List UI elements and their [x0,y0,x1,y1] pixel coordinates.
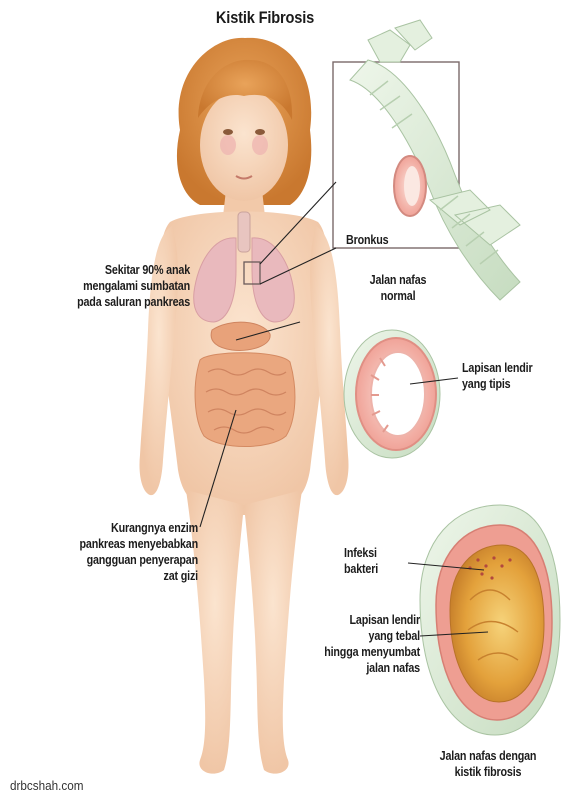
airway-tube [350,60,520,300]
pancreas [211,322,270,350]
label-thin-mucus: Lapisan lendir yang tipis [462,360,532,392]
normal-bronchus-inset [333,20,520,300]
airway-branches [368,20,520,245]
diagram-title: Kistik Fibrosis [201,8,330,28]
label-pancreas-blockage: Sekitar 90% anak mengalami sumbatan pada… [52,262,190,310]
label-cf-airway: Jalan nafas dengan kistik fibrosis [428,748,548,780]
eye-left [223,129,233,135]
label-bronkus: Bronkus [346,232,388,248]
label-normal-airway: Jalan nafas normal [346,272,449,304]
bronchus-lumen-inner [404,166,420,206]
source-credit: drbcshah.com [10,778,83,793]
face [200,89,288,201]
eye-right [255,129,265,135]
label-enzyme-deficiency: Kurangnya enzim pankreas menyebabkan gan… [54,520,198,584]
sinus-left [220,135,236,155]
label-thick-mucus: Lapisan lendir yang tebal hingga menyumb… [308,612,420,676]
sinus-right [252,135,268,155]
thin-mucus-airway [344,330,440,458]
airway-thin-lumen [371,352,425,436]
label-bacterial-infection: Infeksi bakteri [344,545,378,577]
cf-airway [420,505,560,735]
right-leg [244,490,302,774]
trachea [238,212,250,252]
